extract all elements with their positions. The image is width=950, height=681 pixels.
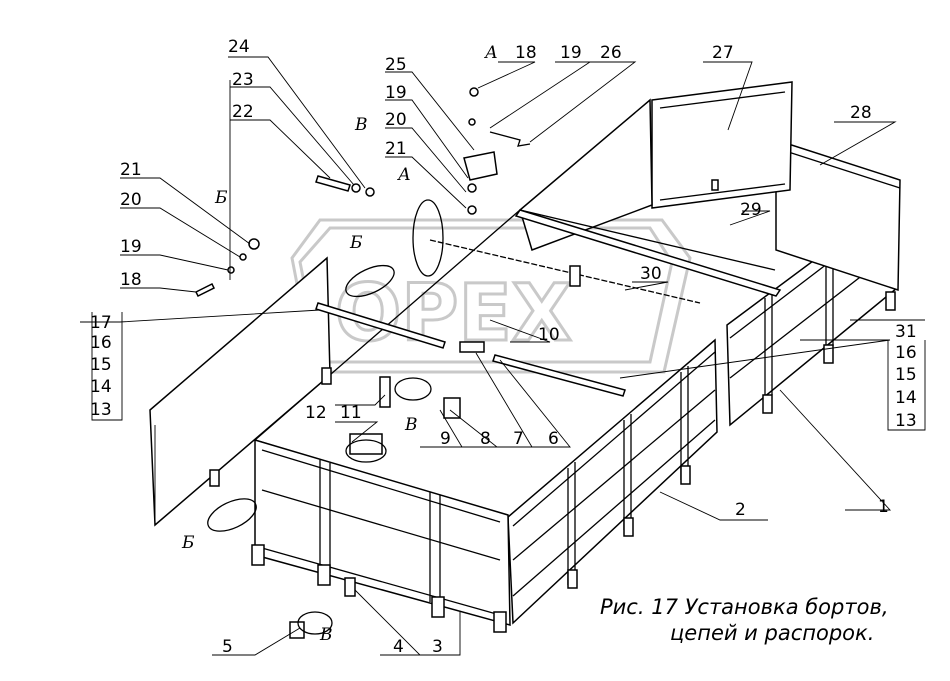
view-letters: А А Б Б Б В В В xyxy=(181,43,498,645)
label-3: 3 xyxy=(432,637,443,657)
spacer-bar-upper xyxy=(514,209,782,297)
label-6: 6 xyxy=(548,429,559,449)
label-4: 4 xyxy=(393,637,404,657)
bracket-parts xyxy=(289,265,581,639)
label-15-right: 15 xyxy=(895,365,917,385)
view-letter-a-mid: А xyxy=(397,165,411,185)
label-5: 5 xyxy=(222,637,233,657)
label-31: 31 xyxy=(895,322,917,342)
label-23: 23 xyxy=(232,70,254,90)
label-11: 11 xyxy=(340,403,362,423)
label-16-left: 16 xyxy=(90,333,112,353)
leader-lines xyxy=(80,56,926,656)
label-18-left: 18 xyxy=(120,270,142,290)
watermark-text: OPEX xyxy=(335,269,572,359)
caption-line-1: Рис. 17 Установка бортов, xyxy=(600,595,889,619)
label-7: 7 xyxy=(513,429,524,449)
label-14-right: 14 xyxy=(895,388,917,408)
view-letter-b-low: Б xyxy=(181,533,195,553)
label-22: 22 xyxy=(232,102,254,122)
label-26: 26 xyxy=(600,43,622,63)
label-28: 28 xyxy=(850,103,872,123)
view-letter-v-mid: В xyxy=(404,415,418,435)
label-18-top: 18 xyxy=(515,43,537,63)
fasteners xyxy=(194,87,531,298)
end-panel-rear xyxy=(775,138,901,292)
label-29: 29 xyxy=(740,200,762,220)
label-15-left: 15 xyxy=(90,355,112,375)
view-letter-v-low: В xyxy=(319,625,333,645)
label-24: 24 xyxy=(228,37,250,57)
view-letter-a-top: А xyxy=(484,43,498,63)
label-16-right: 16 xyxy=(895,343,917,363)
label-19-top: 19 xyxy=(560,43,582,63)
caption-line-2: цепей и распорок. xyxy=(670,621,874,645)
label-25: 25 xyxy=(385,55,407,75)
label-20-mid: 20 xyxy=(385,110,407,130)
label-9: 9 xyxy=(440,429,451,449)
label-13-left: 13 xyxy=(90,400,112,420)
part-numbers: 1 2 3 4 5 6 7 8 9 10 11 12 17 16 15 14 1… xyxy=(90,37,917,657)
end-panel-front xyxy=(251,438,511,633)
label-21-left: 21 xyxy=(120,160,142,180)
label-30: 30 xyxy=(640,264,662,284)
label-17: 17 xyxy=(90,313,112,333)
label-10: 10 xyxy=(538,325,560,345)
watermark-logo: OPEX xyxy=(290,218,692,374)
figure-caption: Рис. 17 Установка бортов, цепей и распор… xyxy=(600,595,889,645)
side-panel-back-left xyxy=(519,98,653,251)
view-letter-b-left: Б xyxy=(214,188,228,208)
view-letter-v-top: В xyxy=(354,115,368,135)
end-panel-left xyxy=(149,256,332,527)
chain-upper xyxy=(429,239,701,304)
spacer-bar-middle xyxy=(315,302,446,349)
label-19-mid: 19 xyxy=(385,83,407,103)
spacer-bar-lower xyxy=(492,354,626,397)
label-2: 2 xyxy=(735,500,746,520)
label-21-mid: 21 xyxy=(385,139,407,159)
label-27: 27 xyxy=(712,43,734,63)
view-letter-b-mid: Б xyxy=(349,233,363,253)
end-panel-top xyxy=(651,81,793,209)
label-13-right: 13 xyxy=(895,411,917,431)
label-8: 8 xyxy=(480,429,491,449)
label-20-left: 20 xyxy=(120,190,142,210)
label-12: 12 xyxy=(305,403,327,423)
label-14-left: 14 xyxy=(90,377,112,397)
detail-views xyxy=(207,199,444,635)
label-19-left: 19 xyxy=(120,237,142,257)
side-panel-front xyxy=(507,338,718,625)
label-1: 1 xyxy=(878,497,889,517)
